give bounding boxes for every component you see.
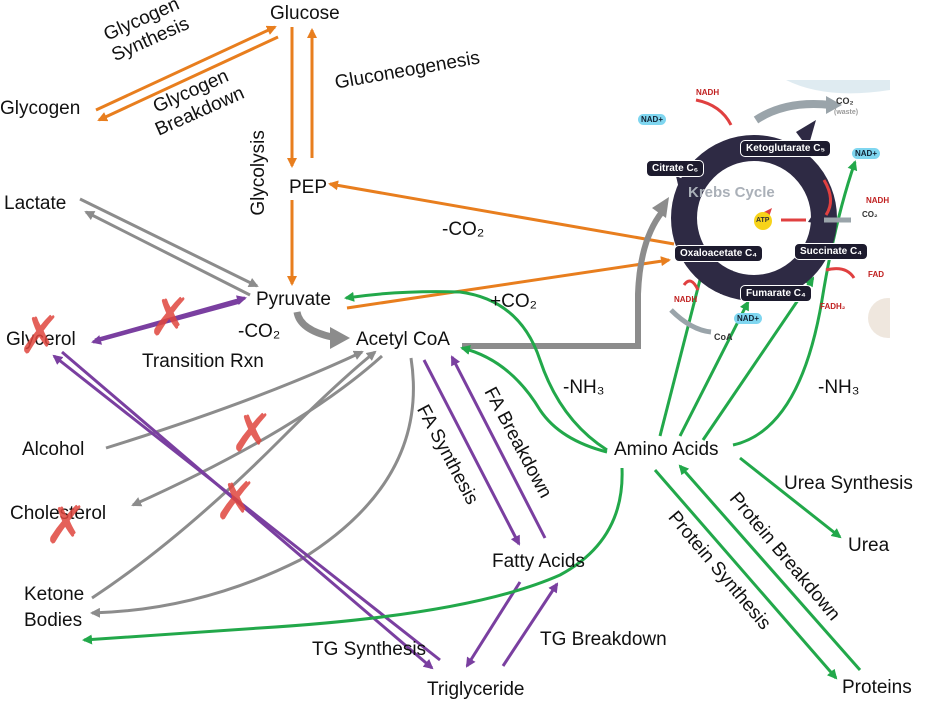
arrow-acetylcoa-krebs	[462, 210, 665, 349]
arrow-amino-ketone	[82, 467, 624, 645]
label-tg-synthesis: TG Synthesis	[312, 639, 427, 660]
krebs-title: Krebs Cycle	[688, 184, 775, 201]
krebs-fumarate: Fumarate C₄	[740, 285, 812, 302]
krebs-nadh-top: NADH	[696, 88, 720, 97]
label-transition-rxn: Transition Rxn	[142, 351, 264, 372]
blocked-pyruvate-glycerol-x-icon: ✗	[148, 288, 192, 348]
arrow-amino-oxaloacetate	[658, 266, 706, 437]
node-pyruvate: Pyruvate	[256, 289, 331, 310]
krebs-fadh2: FADH₂	[820, 302, 846, 311]
arrow-glycerol-pyruvate	[94, 295, 247, 342]
node-glycogen: Glycogen	[0, 98, 81, 119]
arrow-alcohol-acetylcoa	[105, 350, 364, 450]
label-glycolysis: Glycolysis	[247, 130, 269, 216]
arrow-tg-synthesis	[465, 581, 522, 668]
arrow-acetylcoa-cholesterol	[131, 354, 384, 507]
arrow-amino-ketoglutarate	[732, 160, 858, 447]
label-minus-nh3-left: -NH₃	[563, 377, 605, 398]
arrow-glycerol-triglyceride	[61, 350, 434, 670]
label-urea-synthesis: Urea Synthesis	[784, 473, 913, 494]
label-plus-co2: +CO₂	[490, 291, 537, 312]
label-minus-nh3-right: -NH₃	[818, 377, 860, 398]
node-fatty-acids: Fatty Acids	[492, 551, 585, 572]
arrow-protein-synthesis	[653, 469, 838, 680]
arrow-oxaloacetate-pep	[328, 180, 675, 246]
krebs-ketoglutarate: Ketoglutarate C₅	[740, 140, 832, 157]
node-cholesterol: Cholesterol	[10, 503, 107, 524]
arrow-amino-pyruvate	[344, 290, 608, 452]
arrow-fa-synthesis	[422, 359, 521, 546]
node-amino-acids: Amino Acids	[614, 439, 719, 460]
node-lactate: Lactate	[4, 193, 67, 214]
krebs-succinate: Succinate C₄	[794, 243, 869, 260]
krebs-cycle-panel: Citrate C₆ Ketoglutarate C₅ Oxaloacetate…	[636, 80, 890, 342]
krebs-co2-waste: CO₂	[836, 96, 854, 106]
node-glycerol: Glycerol	[6, 329, 76, 350]
arrow-pyruvate-lactate	[84, 210, 251, 297]
arrow-pyruvate-glycerol	[91, 300, 241, 345]
node-acetyl-coa: Acetyl CoA	[356, 329, 450, 350]
arrow-fa-breakdown	[450, 355, 547, 539]
arrow-glycogen-synthesis	[95, 25, 277, 112]
arrow-tg-breakdown	[501, 582, 559, 667]
arrow-glycogen-breakdown	[97, 35, 279, 122]
arrow-ketone-acetylcoa	[91, 350, 377, 600]
node-proteins: Proteins	[842, 677, 912, 698]
blocked-alcohol-x-icon: ✗	[230, 404, 274, 464]
arrow-transition-rxn-head	[330, 327, 350, 349]
krebs-nad-left: NAD+	[638, 114, 667, 125]
krebs-fad: FAD	[868, 270, 884, 279]
arrow-lactate-pyruvate	[79, 197, 259, 288]
blocked-cholesterol-x-icon: ✗	[44, 496, 88, 556]
krebs-nadh-bottom: NADH	[674, 295, 698, 304]
arrow-amino-fumarate	[678, 300, 750, 437]
node-pep: PEP	[289, 177, 328, 198]
arrow-amino-succinate	[701, 276, 815, 441]
arrow-amino-acetylcoa	[460, 345, 608, 454]
arrow-triglyceride-glycerol	[52, 354, 441, 662]
blocked-glycerol-x-icon: ✗	[18, 306, 62, 366]
label-minus-co2-pep: -CO₂	[442, 219, 485, 240]
node-alcohol: Alcohol	[22, 439, 85, 460]
node-urea: Urea	[848, 535, 890, 556]
arrow-pyruvate-oxaloacetate	[346, 256, 671, 310]
label-minus-co2-transition: -CO₂	[238, 321, 281, 342]
label-tg-breakdown: TG Breakdown	[540, 629, 667, 650]
arrow-urea-synthesis	[739, 456, 842, 539]
arrow-protein-breakdown	[678, 464, 862, 671]
arrow-acetylcoa-ketone	[90, 357, 415, 618]
krebs-waste-label: (waste)	[834, 109, 859, 116]
krebs-co2: CO₂	[862, 210, 878, 219]
node-ketone-bodies: Ketone Bodies	[24, 584, 85, 631]
node-glucose: Glucose	[270, 3, 340, 24]
arrow-transition-rxn	[293, 311, 333, 341]
krebs-nadh-right: NADH	[866, 196, 890, 205]
krebs-oxaloacetate: Oxaloacetate C₄	[674, 245, 764, 262]
krebs-nad-bottom: NAD+	[734, 313, 763, 324]
krebs-coa: CoA	[714, 332, 733, 342]
krebs-nad-right: NAD+	[852, 148, 881, 159]
blocked-glycerol-tg-x-icon: ✗	[214, 472, 258, 532]
krebs-citrate: Citrate C₆	[646, 160, 705, 177]
krebs-atp: ATP	[756, 217, 770, 224]
node-triglyceride: Triglyceride	[427, 679, 525, 700]
arrow-acetylcoa-krebs-head	[652, 197, 669, 218]
